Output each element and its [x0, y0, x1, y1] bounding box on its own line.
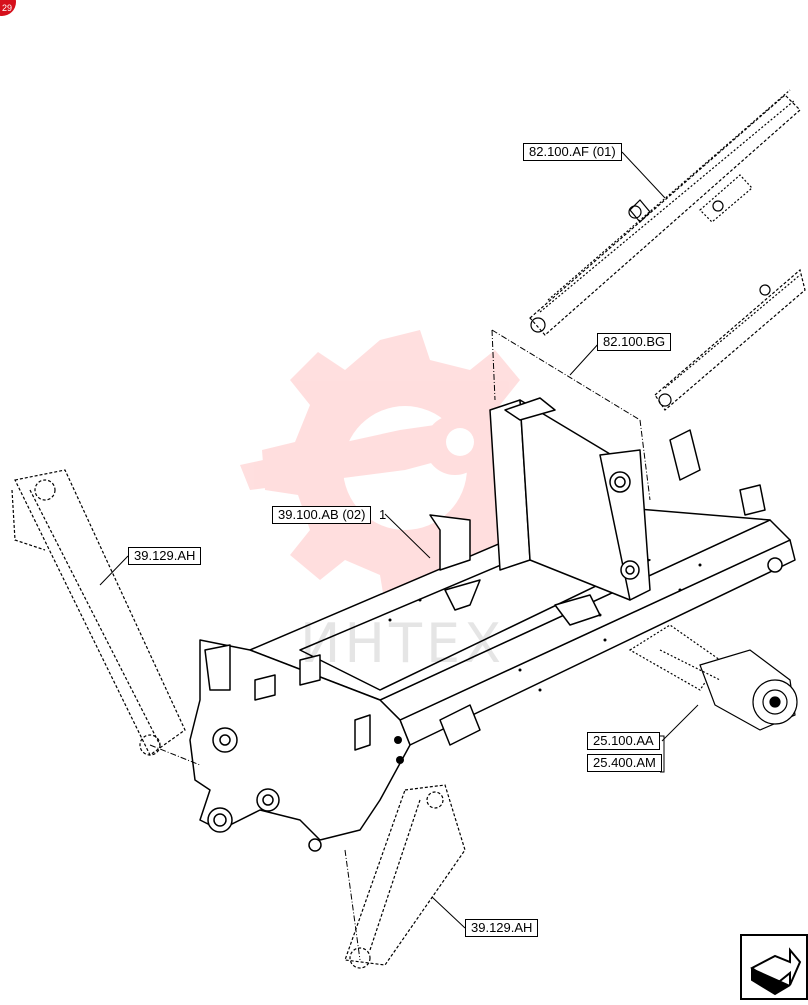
callout-39-129-ah-bottom[interactable]: 39.129.AH [465, 919, 539, 937]
main-frame [189, 397, 796, 852]
lift-arm-bottom [344, 784, 466, 969]
front-axle [628, 624, 798, 731]
boom-arm-upper [529, 89, 801, 336]
callout-25-400-am[interactable]: 25.400.AM [587, 754, 662, 772]
watermark-logo-icon [240, 330, 545, 605]
callout-item-number: 1 [379, 507, 387, 522]
callout-25-100-aa[interactable]: 25.100.AA [587, 732, 660, 750]
frame-holes [388, 563, 702, 764]
next-page-arrow-icon[interactable] [740, 934, 808, 1000]
watermark-text: ИНТЕХ [300, 612, 506, 675]
lift-arm-left-leader [149, 744, 201, 766]
callout-39-129-ah-left[interactable]: 39.129.AH [128, 547, 202, 565]
lift-arm-bottom-leader [344, 849, 361, 961]
lift-arm-left [11, 469, 186, 756]
connector-outline [491, 329, 651, 501]
leader-lines [99, 151, 699, 929]
callout-39-100-ab[interactable]: 39.100.AB (02) [272, 506, 372, 524]
callout-82-100-bg[interactable]: 82.100.BG [597, 333, 672, 351]
boom-arm-lower [654, 268, 806, 411]
callout-82-100-af[interactable]: 82.100.AF (01) [523, 143, 622, 161]
